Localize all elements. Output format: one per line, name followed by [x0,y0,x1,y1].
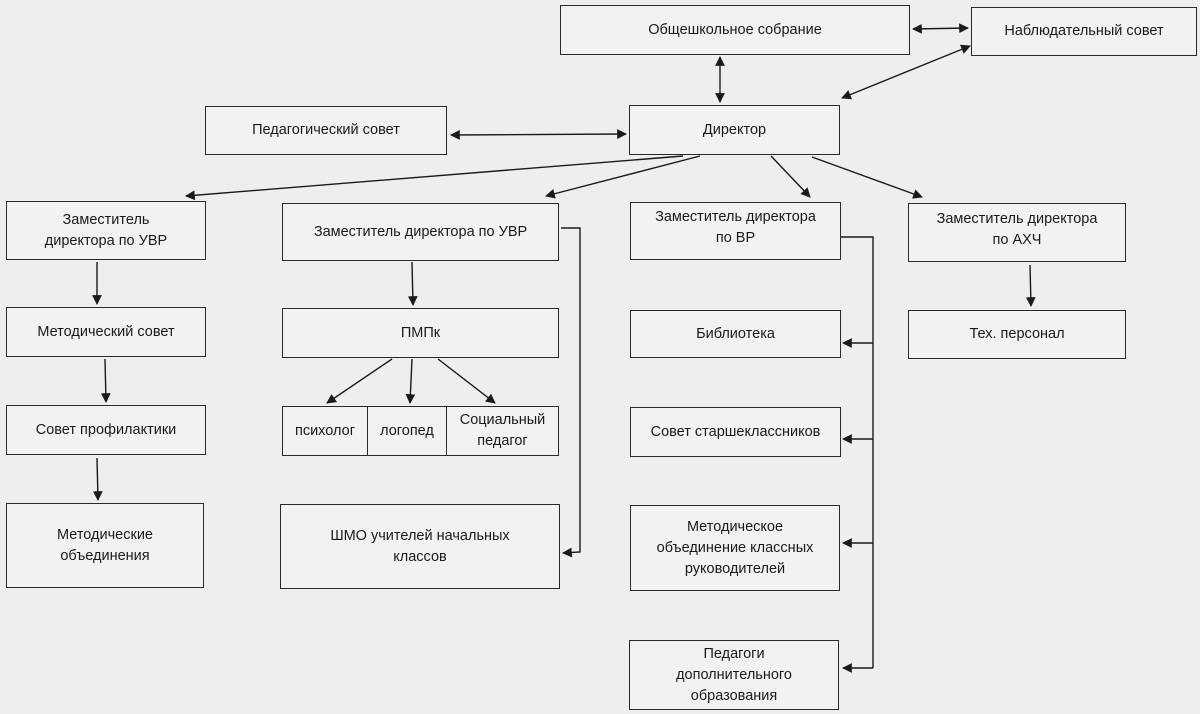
pmpk-box: ПМПк [282,308,559,358]
pedagogical-council-box: Педагогический совет [205,106,447,155]
tech-staff-box: Тех. персонал [908,310,1126,359]
method-council-prevention-link [100,358,111,403]
methodical-council-box: Методический совет [6,307,206,357]
prevention-council-box: Совет профилактики [6,405,206,455]
director-box: Директор [629,105,840,155]
pmpk-psychologist-link [326,358,393,404]
director-deputy-ahch-link [811,156,923,199]
psychologist-box: психолог [282,406,368,456]
additional-education-box: Педагоги дополнительного образования [629,640,839,710]
speech-therapist-box: логопед [367,406,447,456]
pedcouncil-director-link [450,129,627,140]
deputy-uvr-1-box: Заместитель директора по УВР [6,201,206,260]
deputy-vr-bus-line [839,236,874,668]
director-deputy-uvr1-link [185,155,684,201]
social-pedagogue-box: Социальный педагог [446,406,559,456]
methodical-associations-box: Методические объединения [6,503,204,588]
supervisory-director-link [841,44,971,100]
director-deputy-uvr2-link [545,155,701,199]
deputy-ahch-box: Заместитель директора по АХЧ [908,203,1126,262]
general-meeting-box: Общешкольное собрание [560,5,910,55]
director-deputy-vr-link [770,155,811,198]
senior-council-box: Совет старшеклассников [630,407,841,457]
prevention-method-assoc-link [92,457,103,501]
library-box: Библиотека [630,310,841,358]
class-teachers-association-box: Методическое объединение классных руково… [630,505,840,591]
shmo-box: ШМО учителей начальных классов [280,504,560,589]
deputy-ahch-tech-staff-link [1025,264,1036,307]
deputy-uvr2-pmpk-link [407,261,418,306]
pmpk-speech-therapist-link [405,358,416,404]
deputy-uvr-2-box: Заместитель директора по УВР [282,203,559,261]
pmpk-social-pedagogue-link [437,358,496,404]
deputy-vr-box: Заместитель директора по ВР [630,202,841,260]
deputy-uvr2-shmo-link [561,227,581,558]
supervisory-board-box: Наблюдательный совет [971,7,1197,56]
meeting-supervisory-link [912,23,969,34]
